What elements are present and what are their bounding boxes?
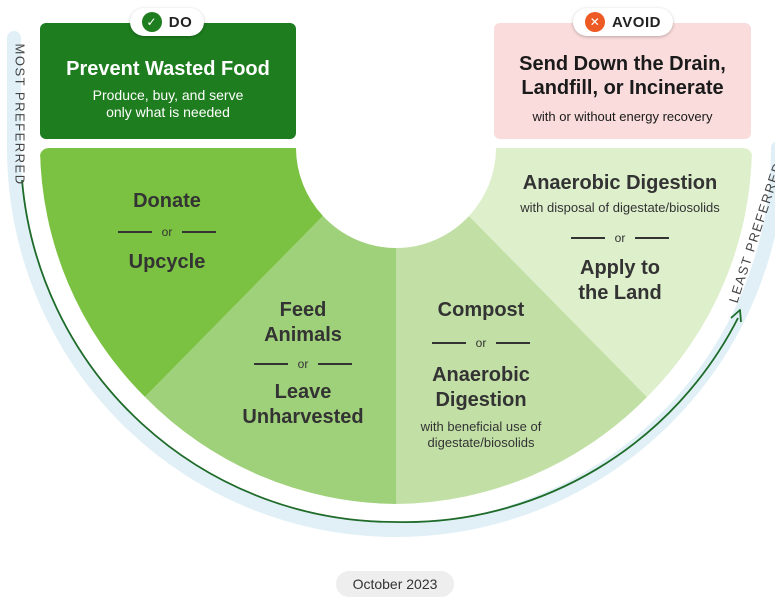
or-text: or [614, 231, 626, 245]
leave-unharvested-label: Leave Unharvested [242, 381, 364, 428]
donate-label: Donate [133, 190, 201, 212]
wedge-2-text: Feed Animals or Leave Unharvested [223, 298, 383, 430]
wedge-compost [396, 216, 647, 504]
avoid-badge: ✕ AVOID [573, 8, 673, 36]
prevent-wasted-food-card: Prevent Wasted Food Produce, buy, and se… [40, 23, 296, 139]
feed-animals-label: Feed Animals [264, 299, 342, 346]
anaerobic-digestion-label: Anaerobic Digestion [432, 364, 530, 411]
upcycle-label: Upcycle [128, 251, 206, 273]
or-text: or [297, 357, 309, 371]
apply-to-land-label: Apply to the Land [578, 257, 662, 304]
date-text: October 2023 [352, 576, 438, 592]
arrow-head [730, 309, 742, 323]
wedge-1-text: Donate or Upcycle [87, 189, 247, 275]
x-circle-icon: ✕ [585, 12, 606, 32]
avoid-title: Send Down the Drain, Landfill, or Incine… [519, 53, 726, 99]
avoid-card: Send Down the Drain, Landfill, or Incine… [494, 23, 751, 139]
most-preferred-label: MOST PREFERRED [12, 43, 28, 186]
do-badge: ✓ DO [130, 8, 204, 36]
anaerobic-digestion-label: Anaerobic Digestion [522, 172, 718, 194]
prevent-subtitle: Produce, buy, and serve only what is nee… [92, 87, 244, 120]
preference-arrow [21, 179, 739, 523]
beneficial-use-note: with beneficial use of digestate/biosoli… [420, 419, 542, 450]
wedge-4-text: Anaerobic Digestion with disposal of dig… [497, 171, 743, 306]
date-badge: October 2023 [336, 571, 454, 597]
wedge-donate-upcycle [40, 148, 323, 397]
wedge-anaerobic-land [469, 148, 752, 397]
disposal-note: with disposal of digestate/biosolids [520, 200, 720, 215]
wedge-feed-animals [145, 216, 396, 504]
or-divider: or [497, 230, 743, 246]
or-text: or [475, 336, 487, 350]
check-circle-icon: ✓ [141, 12, 162, 32]
do-label: DO [168, 13, 193, 31]
or-divider: or [403, 335, 559, 351]
or-divider: or [87, 224, 247, 240]
prevent-title: Prevent Wasted Food [66, 58, 270, 80]
wedge-3-text: Compost or Anaerobic Digestion with bene… [403, 298, 559, 451]
compost-label: Compost [437, 299, 525, 321]
avoid-subtitle: with or without energy recovery [532, 109, 713, 124]
or-divider: or [223, 356, 383, 372]
or-text: or [161, 225, 173, 239]
avoid-label: AVOID [612, 13, 661, 31]
